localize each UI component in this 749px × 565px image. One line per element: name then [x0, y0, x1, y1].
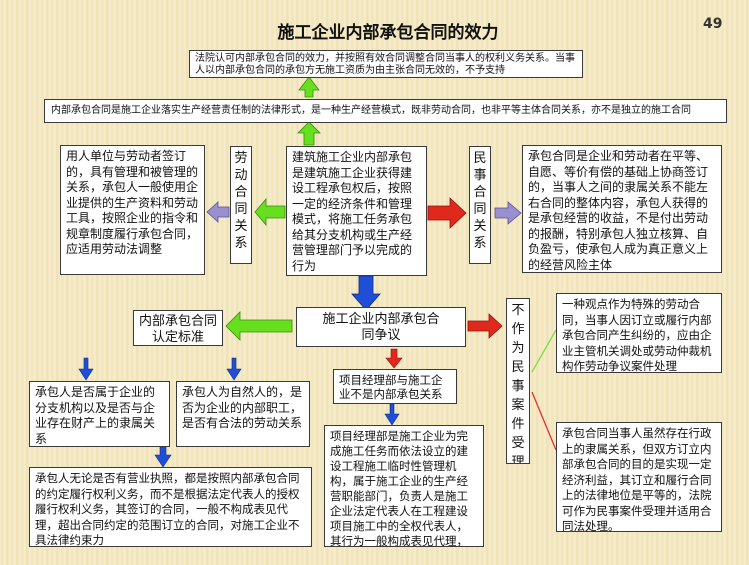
- arrow-down-to-project-q: [385, 348, 403, 369]
- civil-view-box: 承包合同当事人虽然存在行政上的隶属关系，但双方订立内部承包合同的目的是实现一定经…: [556, 422, 722, 532]
- legal-form-box: 内部承包合同是施工企业落实生产经营责任制的法律形式，是一种生产经营模式，既非劳动…: [44, 99, 727, 123]
- arrow-right-to-not-civil: [467, 313, 503, 339]
- not-civil-case-box: 不作为民事案件受理: [506, 298, 530, 464]
- civil-description-box: 承包合同是企业和劳动者在平等、自愿、等价有偿的基础上协商签订的，当事人之间的隶属…: [522, 145, 722, 273]
- connector-red: [531, 391, 557, 451]
- connector-green: [531, 329, 557, 373]
- arrow-right-to-civil: [427, 197, 467, 229]
- project-manager-description-box: 项目经理部是施工企业为完成施工任务而依法设立的建设工程施工临时性管理机构，属于施…: [324, 425, 484, 547]
- criteria-branch-box: 承包人是否属于企业的分支机构以及是否与企业存在财产上的隶属关系: [29, 381, 170, 447]
- court-recognition-box: 法院认可内部承包合同的效力，并按照有效合同调整合同当事人的权利义务关系。当事人以…: [189, 50, 583, 78]
- civil-contract-label: 民事合同关系: [469, 146, 491, 264]
- criteria-box: 内部承包合同认定标准: [133, 310, 223, 346]
- arrow-down-to-liability: [154, 446, 172, 468]
- natural-person-box: 承包人为自然人的，是否为企业的内部职工，是否有合法的劳动关系: [176, 381, 310, 447]
- page-title: 施工企业内部承包合同的效力: [277, 23, 499, 43]
- arrow-left-to-criteria: [225, 311, 293, 341]
- labor-contract-label: 劳动合同关系: [230, 146, 252, 264]
- dispute-box: 施工企业内部承包合同争议: [296, 307, 466, 347]
- center-definition-box: 建筑施工企业内部承包是建筑施工企业获得建设工程承包权后，按照一定的经济条件和管理…: [286, 146, 427, 276]
- arrow-left-to-labor-desc: [206, 201, 230, 223]
- page-number: 49: [703, 16, 723, 32]
- arrow-left-to-labor: [254, 197, 286, 227]
- arrow-down-to-criteria-a: [78, 357, 94, 381]
- arrow-down-to-dispute: [351, 275, 381, 311]
- arrow-down-to-criteria-b: [226, 357, 242, 381]
- project-manager-question-box: 项目经理部与施工企业不是内部承包关系: [333, 369, 457, 404]
- arrow-up-to-court: [298, 76, 320, 98]
- arrow-up-to-legal-form: [297, 121, 321, 146]
- contractor-liability-box: 承包人无论是否有营业执照，都是按照内部承包合同的约定履行权利义务，而不是根据法定…: [29, 467, 312, 547]
- arrow-down-to-project-desc: [384, 403, 400, 426]
- labor-description-box: 用人单位与劳动者签订的，具有管理和被管理的关系，承包人一般使用企业提供的生产资料…: [60, 145, 205, 275]
- arrow-right-to-civil-desc: [494, 201, 522, 225]
- labor-view-box: 一种观点作为特殊的劳动合同，当事人因订立或履行内部承包合同产生纠纷的，应由企业主…: [556, 293, 722, 373]
